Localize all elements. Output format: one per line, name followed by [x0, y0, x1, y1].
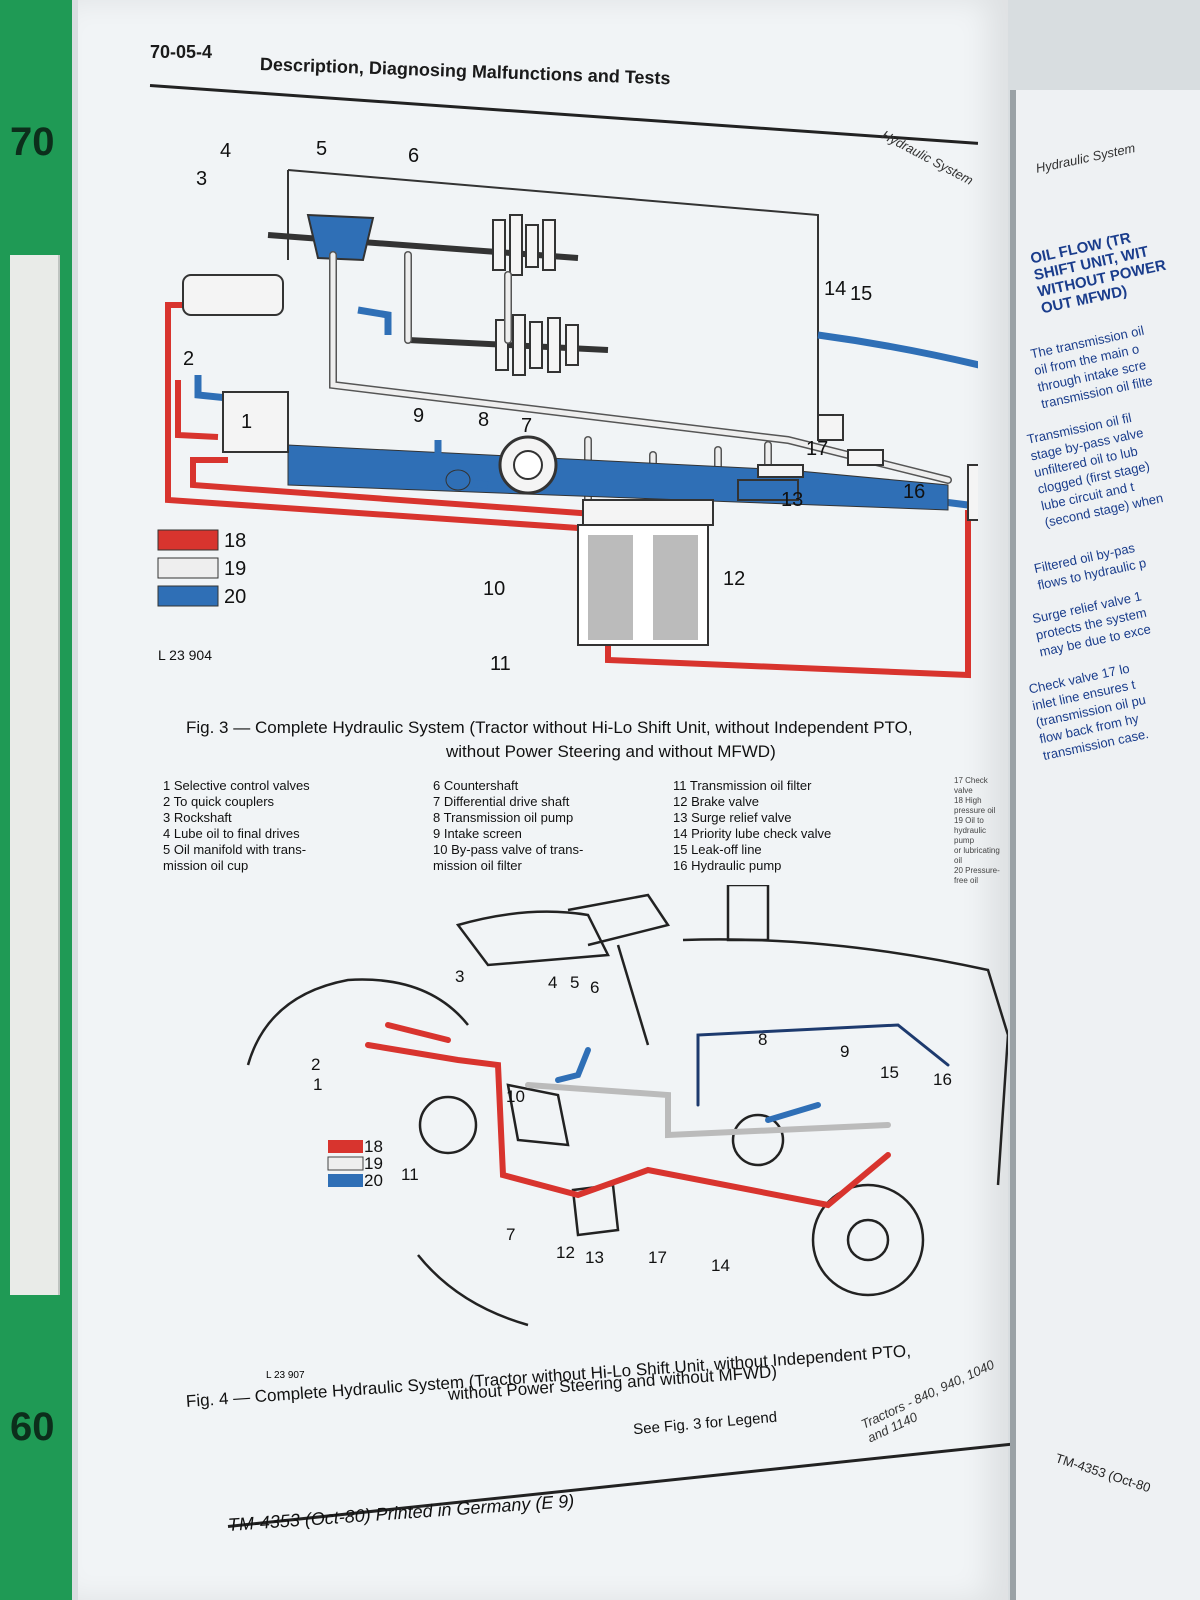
legend-item: 11 Transmission oil filter	[673, 778, 812, 793]
fig4-callout-2: 2	[311, 1055, 320, 1074]
fig3-caption-line1: Fig. 3 — Complete Hydraulic System (Trac…	[186, 718, 913, 737]
legend-item: mission oil filter	[433, 858, 522, 873]
fig4-callout-16: 16	[933, 1070, 952, 1089]
facing-paragraph: Check valve 17 lo inlet line ensures t (…	[1027, 658, 1154, 764]
legend-col-3: 11 Transmission oil filter 12 Brake valv…	[673, 778, 831, 874]
fig3-callout-6: 6	[408, 145, 419, 167]
fig3-callout-4: 4	[220, 140, 231, 162]
fig3-legend-small: 17 Check valve 18 High pressure oil 19 O…	[954, 776, 1008, 886]
fig4-callout-7: 7	[506, 1225, 515, 1244]
legend-item: 6 Countershaft	[433, 778, 519, 793]
fig4-callout-12: 12	[556, 1243, 575, 1262]
facing-paragraph: Transmission oil fil stage by-pass valve…	[1025, 406, 1165, 531]
fig4-callout-6: 6	[590, 978, 599, 997]
facing-heading: OIL FLOW (TR SHIFT UNIT, WIT WITHOUT POW…	[1029, 224, 1171, 317]
fig3-callout-11: 11	[490, 653, 511, 675]
facing-section-label: Hydraulic System	[1034, 140, 1137, 176]
fig3-swatch-label-18: 18	[224, 530, 246, 552]
fig3-callout-1: 1	[241, 411, 252, 433]
fig4-tractor-illustration: 18 19 20 1 2 3 4 5 6 7 8 9 10 11 12 13 1…	[246, 885, 1008, 1327]
fig4-callout-3: 3	[455, 967, 464, 986]
legend-item: 12 Brake valve	[673, 794, 759, 809]
fig3-callout-9: 9	[413, 405, 424, 427]
fig4-swatch-label-18: 18	[364, 1137, 383, 1156]
legend-item: 1 Selective control valves	[163, 778, 310, 793]
fig3-swatch-label-20: 20	[224, 586, 246, 608]
page-edges	[10, 255, 60, 1295]
fig3-swatch-label-19: 19	[224, 558, 246, 580]
facing-footer: TM-4353 (Oct-80	[1053, 1450, 1153, 1496]
manual-page: 70-05-4 Description, Diagnosing Malfunct…	[78, 0, 1044, 1600]
fig3-callout-2: 2	[183, 348, 194, 370]
fig4-callout-17: 17	[648, 1248, 667, 1267]
header-rule	[149, 84, 979, 145]
legend-col-2: 6 Countershaft 7 Differential drive shaf…	[433, 778, 583, 874]
fig3-callout-15: 15	[850, 283, 872, 305]
fig3-callout-8: 8	[478, 409, 489, 431]
legend-item: 15 Leak-off line	[673, 842, 762, 857]
fig4-callout-14: 14	[711, 1256, 730, 1275]
fig3-swatch-18	[157, 529, 219, 551]
facing-paragraph: Filtered oil by-pas flows to hydraulic p	[1032, 537, 1148, 593]
legend-item: 9 Intake screen	[433, 826, 522, 841]
fig4-callout-15: 15	[880, 1063, 899, 1082]
page-title: Description, Diagnosing Malfunctions and…	[259, 54, 671, 89]
legend-item: 14 Priority lube check valve	[673, 826, 832, 841]
fig4-callout-5: 5	[570, 973, 579, 992]
facing-page: Hydraulic System OIL FLOW (TR SHIFT UNIT…	[1010, 90, 1200, 1600]
fig4-legend-ref: See Fig. 3 for Legend	[632, 1408, 778, 1439]
legend-item: 2 To quick couplers	[163, 794, 275, 809]
section-tab-strip: 70 60	[0, 0, 72, 1600]
legend-item: or lubricating oil	[954, 846, 1000, 865]
tab-70: 70	[10, 120, 55, 164]
tab-60: 60	[10, 1405, 55, 1449]
page-footer: TM-4353 (Oct-80) Printed in Germany (E 9…	[227, 1490, 575, 1535]
legend-item: 18 High pressure oil	[954, 796, 996, 815]
fig4-ref: L 23 907	[266, 1370, 305, 1381]
fig4-callout-4: 4	[548, 973, 557, 992]
legend-item: 10 By-pass valve of trans-	[433, 842, 584, 857]
legend-item: 8 Transmission oil pump	[433, 810, 574, 825]
fig3-callout-14: 14	[824, 278, 846, 300]
legend-item: 16 Hydraulic pump	[673, 858, 782, 873]
fig3-ref: L 23 904	[158, 647, 212, 663]
fig4-callout-1: 1	[313, 1075, 322, 1094]
fig4-swatch-label-19: 19	[364, 1154, 383, 1173]
fig4-callout-11: 11	[401, 1165, 419, 1184]
fig4-swatch-20	[328, 1174, 363, 1187]
fig3-callout-7: 7	[521, 415, 532, 437]
fig4-swatch-18	[328, 1140, 363, 1153]
legend-item: 19 Oil to hydraulic pump	[954, 816, 987, 845]
fig3-callout-12: 12	[723, 568, 745, 590]
fig3-hydraulic-schematic: 18 19 20 1 2 3 4 5 6 7 8 9 10 11 12 13 1…	[157, 140, 978, 679]
fig4-callout-13: 13	[585, 1248, 604, 1267]
legend-col-1: 1 Selective control valves 2 To quick co…	[163, 778, 310, 874]
legend-item: 7 Differential drive shaft	[433, 794, 570, 809]
fig3-callout-17: 17	[806, 438, 828, 460]
fig3-callout-10: 10	[483, 578, 505, 600]
fig3-callout-3: 3	[196, 168, 207, 190]
models-label: Tractors - 840, 940, 1040 and 1140	[858, 1356, 997, 1446]
fig4-callout-10: 10	[506, 1087, 525, 1106]
legend-item: 5 Oil manifold with trans-	[163, 842, 307, 857]
fig3-callout-5: 5	[316, 140, 327, 160]
fig3-caption-line2: without Power Steering and without MFWD)	[446, 742, 776, 761]
page-number: 70-05-4	[150, 42, 213, 62]
legend-item: mission oil cup	[163, 858, 249, 873]
legend-item: 17 Check valve	[954, 776, 988, 795]
fig3-callout-13: 13	[781, 489, 803, 511]
legend-item: 3 Rockshaft	[163, 810, 232, 825]
legend-item: 20 Pressure-free oil	[954, 866, 1000, 885]
fig3-swatch-19	[157, 557, 219, 579]
fig4-callout-9: 9	[840, 1042, 849, 1061]
legend-item: 4 Lube oil to final drives	[163, 826, 300, 841]
fig4-callout-8: 8	[758, 1030, 767, 1049]
facing-paragraph: Surge relief valve 1 protects the system…	[1031, 587, 1153, 660]
legend-item: 13 Surge relief valve	[673, 810, 792, 825]
fig3-callout-16: 16	[903, 481, 925, 503]
fig4-swatch-19	[327, 1156, 364, 1171]
facing-paragraph: The transmission oil oil from the main o…	[1029, 322, 1156, 413]
fig4-swatch-label-20: 20	[364, 1171, 383, 1190]
fig3-swatch-20	[157, 585, 219, 607]
